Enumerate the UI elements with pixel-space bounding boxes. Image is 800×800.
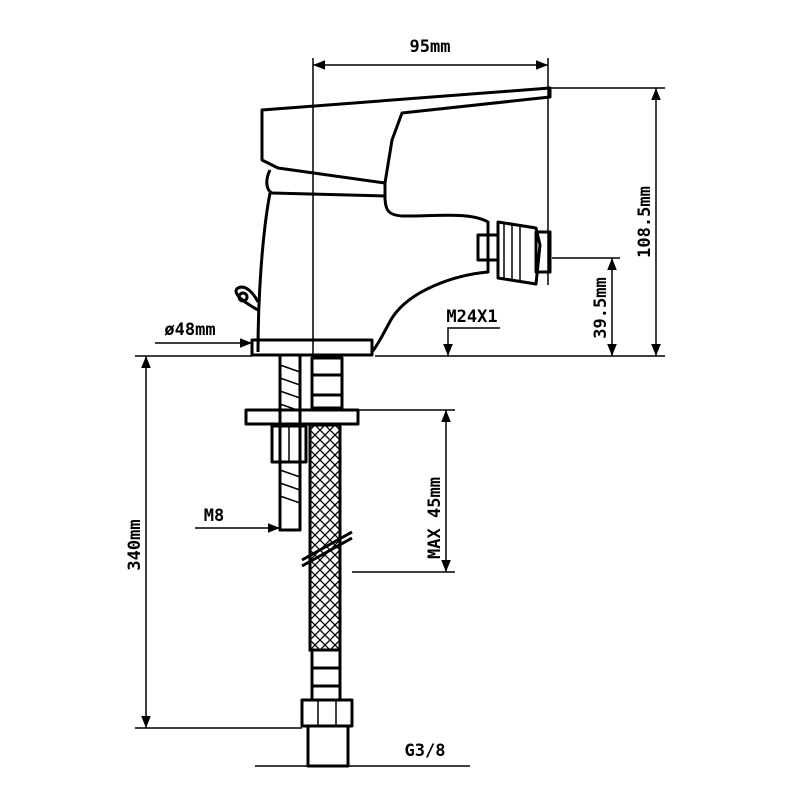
mounting-hardware [244,353,360,768]
inlet-nut [300,698,354,728]
handle-cap [265,169,387,198]
dim-inlet-thread: G3/8 [405,741,446,761]
body-outline [256,192,490,353]
base-ring [250,338,374,357]
braided-hose [308,423,342,652]
dim-max-deck: MAX 45mm [425,477,445,559]
dim-spout-height: 39.5mm [591,277,611,338]
lever-handle [260,86,552,185]
dim-mount-stud: M8 [204,506,224,526]
hose-fitting-top [310,356,344,410]
dim-height-total: 108.5mm [635,186,655,258]
dim-width-top: 95mm [410,37,451,57]
spout-aerator [476,220,552,286]
dim-thread-spout: M24X1 [446,307,497,327]
faucet-body [234,86,552,357]
washer-plate [244,408,360,426]
dim-base-diameter: ø48mm [164,320,215,340]
dim-hose-length: 340mm [125,519,145,570]
threaded-stud [278,353,302,532]
dimension-lines: 95mm 108.5mm 39.5mm M24X1 ø48mm 340mm M8… [125,37,665,767]
